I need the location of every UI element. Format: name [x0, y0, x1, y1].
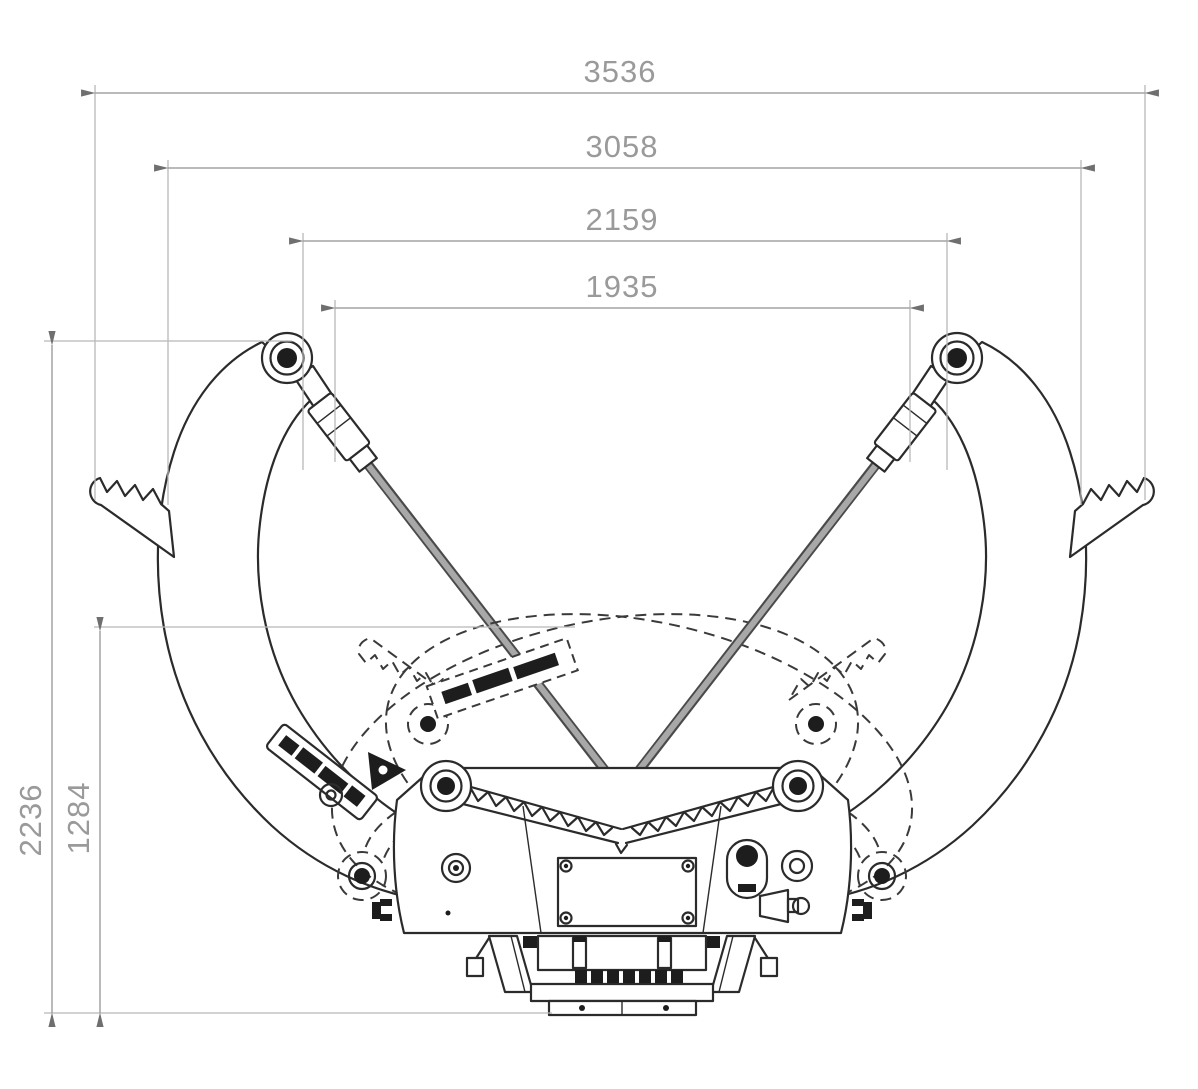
- dim-label-3536: 3536: [584, 54, 657, 89]
- dim-upper-pivot-span: 1935: [321, 269, 924, 312]
- body-crease-right: [702, 805, 722, 934]
- closed-position-hub-bolt: [354, 868, 370, 884]
- brand-plate-solid: [265, 723, 379, 821]
- dim-label-1284: 1284: [61, 782, 96, 855]
- dim-overall-open-width: 3536: [81, 54, 1159, 97]
- closed-position-serrated-tip: [357, 637, 456, 701]
- dim-cylinder-pin-span: 2159: [289, 202, 961, 245]
- body-port-right: [780, 849, 814, 883]
- body-port-left-inner: [447, 859, 465, 877]
- left-top-pivot-bolt: [277, 348, 297, 368]
- cover-plate: [556, 856, 698, 928]
- side-lug-left: [372, 899, 392, 921]
- body-port-right-inner: [788, 857, 806, 875]
- dim-label-3058: 3058: [586, 129, 659, 164]
- rotator-mount-stack: [465, 934, 779, 1017]
- left-serrated-tip: [89, 476, 176, 559]
- body-port-left: [440, 852, 472, 884]
- left-grapple-arm: [156, 340, 444, 903]
- dim-label-2159: 2159: [586, 202, 659, 237]
- closed-position-link: [363, 811, 397, 853]
- dim-closed-bundle-height: 1284: [61, 617, 104, 1027]
- mount-teeth-row: [575, 970, 683, 983]
- left-cylinder-barrel: [307, 392, 378, 473]
- valve-obround-cap: [736, 845, 758, 867]
- jaw-upper-edge: [444, 778, 623, 831]
- brand-plate-pin: [318, 782, 344, 808]
- mount-plate-mid: [529, 982, 715, 1003]
- closed-position-hub: [337, 851, 387, 901]
- triangle-logo-swirl: [378, 765, 388, 775]
- body-dot: [445, 910, 451, 916]
- jaw-serration: [468, 785, 614, 837]
- body-port-left-dot: [453, 865, 459, 871]
- brand-plate-pin-center: [325, 789, 337, 801]
- side-lug-right: [852, 899, 872, 921]
- dimension-layer: 3536 3058 2159 1935 2236 1284: [13, 54, 1159, 1027]
- dim-overall-height: 2236: [13, 331, 56, 1027]
- dim-label-1935: 1935: [586, 269, 659, 304]
- dim-label-2236: 2236: [13, 784, 48, 857]
- closed-position-pin: [407, 703, 449, 745]
- closed-position-hub-ring: [347, 861, 377, 891]
- cover-plate-bolts: [559, 859, 695, 925]
- body-crease-left: [522, 805, 542, 934]
- jaw-left: [419, 759, 623, 845]
- mount-frame: [536, 934, 708, 972]
- left-cylinder-rod: [365, 463, 625, 794]
- brand-plate-dashed: [425, 636, 579, 720]
- dim-outer-arm-span: 3058: [154, 129, 1095, 172]
- hose-fitting-icon: [758, 888, 811, 924]
- jaw-v-notch: [614, 842, 629, 855]
- valve-obround-base: [738, 884, 756, 892]
- left-body-pivot-ring: [429, 769, 463, 803]
- closed-position-pin-bolt: [420, 716, 436, 732]
- left-body-pivot-bolt: [437, 777, 455, 795]
